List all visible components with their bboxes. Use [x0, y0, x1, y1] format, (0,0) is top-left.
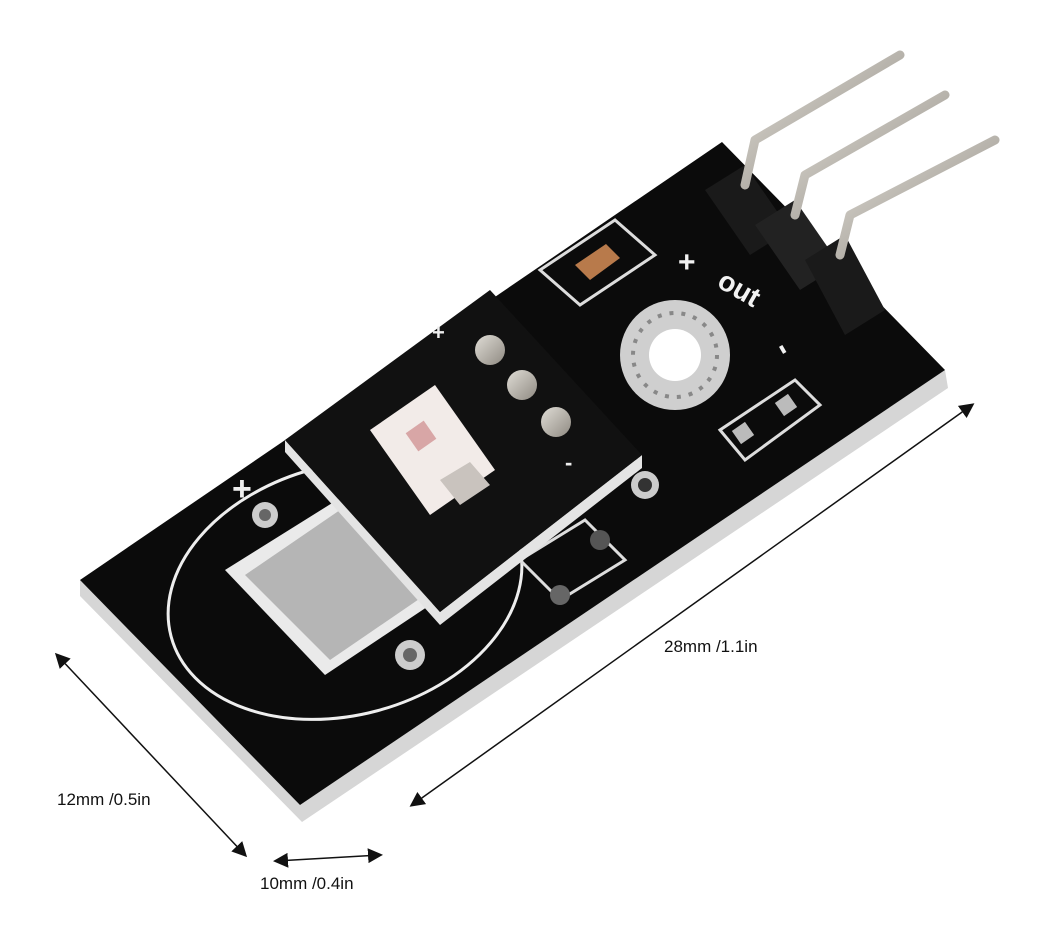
sensor-pin: [507, 370, 537, 400]
sensor-pin: [541, 407, 571, 437]
svg-text:-: -: [565, 450, 572, 475]
width-arrow: [54, 652, 248, 858]
pin-header: [705, 50, 1000, 335]
pin-spacing-arrow: [273, 848, 383, 868]
silk-plus: +: [678, 246, 696, 279]
sensor-pin: [475, 335, 505, 365]
capacitor: [537, 218, 658, 307]
pin-spacing-label: 10mm /0.4in: [260, 874, 354, 893]
svg-text:+: +: [432, 320, 445, 345]
length-label: 28mm /1.1in: [664, 637, 758, 656]
silk-plus-large: +: [232, 470, 252, 508]
length-arrow: [409, 403, 975, 807]
width-label: 12mm /0.5in: [57, 790, 151, 809]
